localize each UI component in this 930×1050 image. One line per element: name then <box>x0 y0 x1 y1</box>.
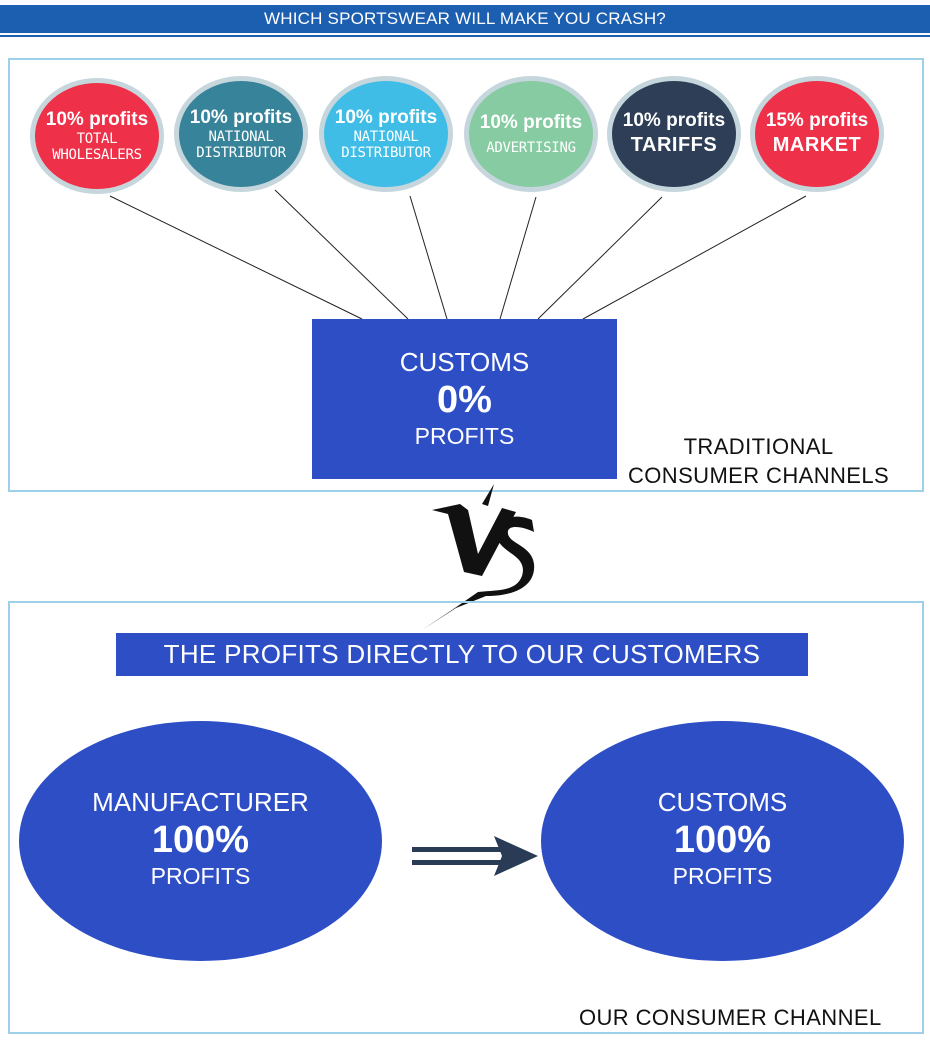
profit-node-national-distributor: 10% profits NATIONAL DISTRIBUTOR <box>174 76 308 192</box>
customs-unit: PROFITS <box>672 863 773 889</box>
traditional-caption: TRADITIONAL CONSUMER CHANNELS <box>628 432 889 490</box>
profits-headline: THE PROFITS DIRECTLY TO OUR CUSTOMERS <box>116 633 808 676</box>
node-label: DISTRIBUTOR <box>341 145 431 161</box>
customs-zero-box: CUSTOMS 0% PROFITS <box>312 319 617 479</box>
customs-unit: PROFITS <box>414 423 515 449</box>
node-label: ADVERTISING <box>486 140 576 156</box>
node-label: MARKET <box>772 134 862 156</box>
node-label: TOTAL <box>76 131 118 147</box>
node-label: TARIFFS <box>630 134 718 156</box>
node-percent: 10% profits <box>479 112 583 133</box>
caption-line: TRADITIONAL <box>683 434 834 459</box>
our-channel-caption: OUR CONSUMER CHANNEL <box>579 1005 882 1030</box>
node-label: DISTRIBUTOR <box>196 145 286 161</box>
customs-value: 0% <box>437 379 492 421</box>
profit-node-wholesalers: 10% profits TOTAL WHOLESALERS <box>30 78 164 194</box>
customs-value: 100% <box>673 819 772 861</box>
vs-graphic: VS <box>422 484 535 630</box>
manufacturer-title: MANUFACTURER <box>92 787 309 817</box>
node-percent: 10% profits <box>45 109 149 130</box>
customs-title: CUSTOMS <box>657 787 788 817</box>
node-percent: 10% profits <box>622 110 726 131</box>
profit-node-market: 15% profits MARKET <box>750 76 884 192</box>
profit-node-national-distributor-2: 10% profits NATIONAL DISTRIBUTOR <box>319 76 453 192</box>
manufacturer-oval: MANUFACTURER 100% PROFITS <box>19 721 382 961</box>
our-channel-panel <box>8 601 924 1034</box>
profit-node-tariffs: 10% profits TARIFFS <box>607 76 741 192</box>
page-title: WHICH SPORTSWEAR WILL MAKE YOU CRASH? <box>0 5 930 33</box>
title-underline <box>0 35 930 37</box>
traditional-channels-panel <box>8 58 924 492</box>
manufacturer-value: 100% <box>151 819 250 861</box>
customs-oval: CUSTOMS 100% PROFITS <box>541 721 904 961</box>
node-percent: 10% profits <box>189 107 293 128</box>
node-label: NATIONAL <box>208 129 274 145</box>
customs-title: CUSTOMS <box>399 347 530 377</box>
caption-line: CONSUMER CHANNELS <box>628 463 890 488</box>
node-label: WHOLESALERS <box>52 147 142 163</box>
node-percent: 10% profits <box>334 107 438 128</box>
node-label: NATIONAL <box>353 129 419 145</box>
arrow-icon <box>412 836 538 876</box>
profit-node-advertising: 10% profits ADVERTISING <box>464 76 598 192</box>
node-percent: 15% profits <box>765 110 869 131</box>
manufacturer-unit: PROFITS <box>150 863 251 889</box>
